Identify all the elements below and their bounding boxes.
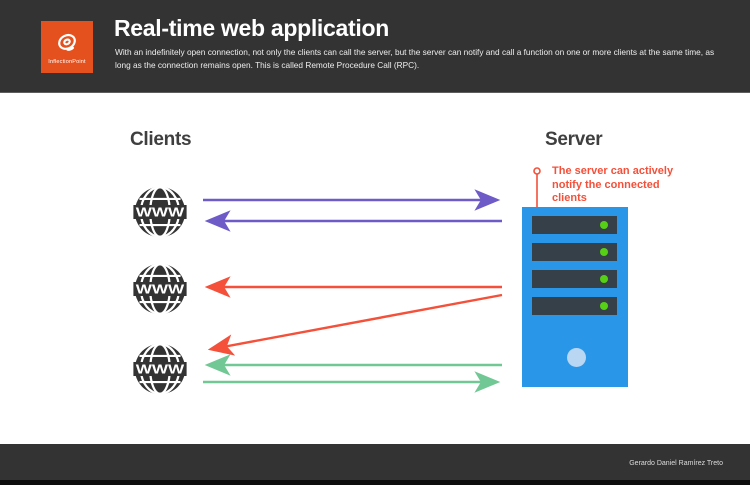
server-slot: [532, 270, 617, 288]
server-slot: [532, 216, 617, 234]
power-circle: [567, 348, 586, 367]
server-slot: [532, 243, 617, 261]
arrow-server-to-client3-diagonal: [207, 293, 503, 356]
server-heading: Server: [545, 129, 603, 150]
globe-www-label: WWW: [136, 206, 185, 220]
led-indicator: [600, 248, 608, 256]
swirl-icon: [58, 33, 76, 51]
server-slot: [532, 297, 617, 315]
credit-text: Gerardo Daniel Ramírez Treto: [629, 460, 723, 467]
globe-www-label: WWW: [136, 363, 185, 377]
header-description: With an indefinitely open connection, no…: [115, 47, 715, 70]
server-tower: [522, 207, 628, 387]
client-globe-icon-2: WWW: [133, 263, 187, 315]
inflectionpoint-logo: InflectionPoint: [41, 21, 93, 73]
annotation-pin: [533, 167, 541, 208]
led-indicator: [600, 275, 608, 283]
led-indicator: [600, 302, 608, 310]
led-indicator: [600, 221, 608, 229]
client-globe-icon-1: WWW: [133, 186, 187, 238]
clients-heading: Clients: [130, 129, 192, 150]
page-title: Real-time web application: [114, 15, 389, 41]
client-globe-icon-3: WWW: [133, 343, 187, 395]
header-bar: InflectionPoint Real-time web applicatio…: [0, 0, 750, 93]
footer-strip: [0, 480, 750, 485]
footer-bar: Gerardo Daniel Ramírez Treto: [0, 444, 750, 480]
server-annotation: The server can actively notify the conne…: [552, 165, 674, 204]
logo-caption: InflectionPoint: [48, 58, 86, 65]
globe-www-label: WWW: [136, 283, 185, 297]
